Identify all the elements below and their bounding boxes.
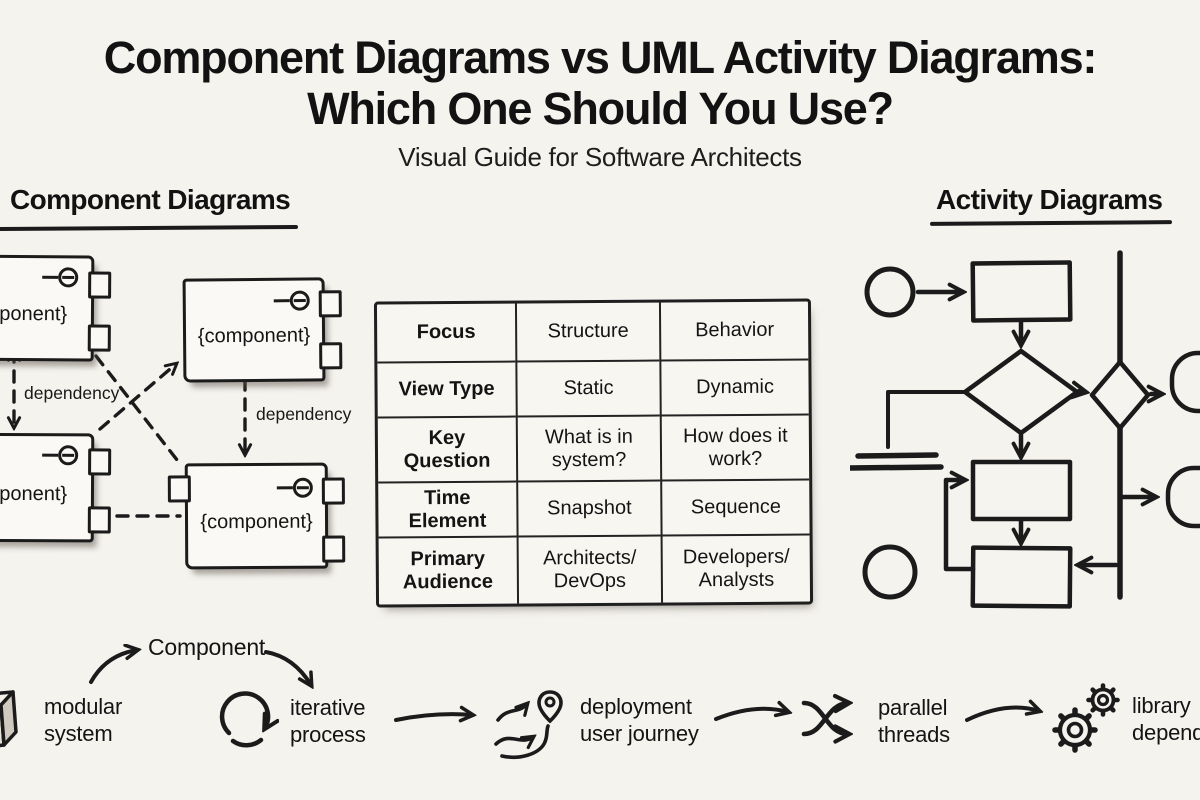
component-box: {component} [167, 462, 346, 570]
page-subtitle: Visual Guide for Software Architects [398, 142, 802, 172]
component-box: {component} [182, 277, 343, 383]
component-diagrams-heading: Component Diagrams [10, 184, 291, 215]
activity-diagram-sketch [850, 250, 1200, 609]
component-box: {component} [0, 432, 112, 543]
flow-item-label: parallel threads [878, 695, 950, 748]
curved-arrow-icon [89, 644, 146, 684]
provided-interface-icon [276, 477, 313, 498]
curved-arrow-icon [264, 650, 320, 692]
action-node [970, 545, 1073, 609]
flow-item-label: modular system [44, 694, 123, 747]
flow-connector-arrow [714, 700, 796, 721]
rounded-action-node [1169, 350, 1200, 414]
dependency-label: dependency [24, 383, 120, 403]
provided-interface-icon [273, 290, 310, 311]
flow-item-label: Component [148, 634, 266, 660]
activity-diagrams-heading: Activity Diagrams [936, 184, 1163, 215]
start-node [864, 266, 916, 318]
flow-item-label: deployment user journey [580, 694, 699, 747]
gears-icon [1052, 683, 1120, 753]
page-title: Component Diagrams vs UML Activity Diagr… [0, 32, 1200, 135]
provided-interface-icon [42, 267, 79, 288]
provided-interface-icon [42, 445, 79, 466]
dependency-connectors [0, 235, 360, 518]
cycle-icon [219, 691, 279, 748]
flow-connector-arrow [965, 698, 1047, 722]
flow-connector-arrow [394, 704, 480, 728]
journey-path-icon [494, 690, 563, 760]
cube-icon [0, 690, 18, 748]
join-bar [850, 464, 944, 471]
component-box: {component} [0, 254, 112, 362]
title-line-1: Component Diagrams vs UML Activity Diagr… [103, 32, 1098, 83]
title-line-2: Which One Should You Use? [307, 83, 894, 135]
flow-item-label: library dependency [1132, 693, 1200, 746]
dependency-label: dependency [256, 404, 352, 424]
join-bar [855, 452, 939, 459]
flow-item-label: iterative process [290, 695, 366, 748]
parallel-arrows-icon [801, 692, 872, 748]
end-node [862, 544, 918, 600]
rounded-action-node [1165, 465, 1200, 529]
merge-diamond [1089, 359, 1151, 431]
